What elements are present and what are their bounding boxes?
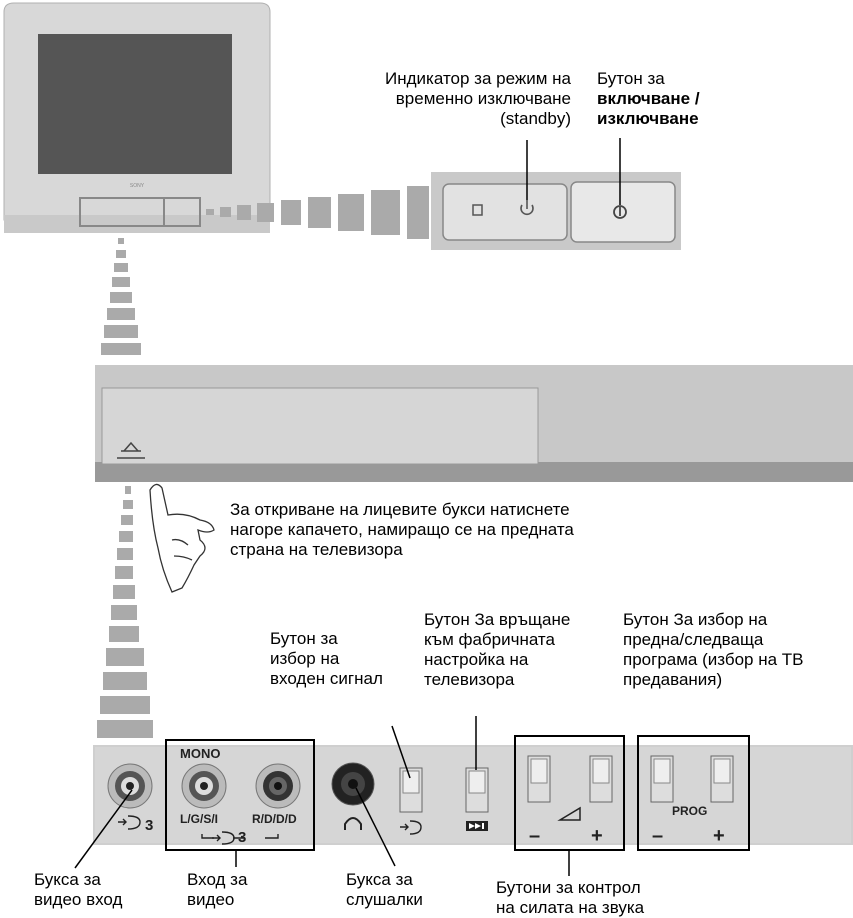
open-instruction-line-2: нагоре капачето, намиращо се на предната <box>230 520 574 539</box>
prog-select-line-1: Бутон За избор на <box>623 610 768 629</box>
video-in-jack[interactable] <box>107 763 153 809</box>
factory-reset-button[interactable] <box>465 767 489 813</box>
prog-minus-label: – <box>652 825 663 847</box>
factory-reset-line-2: към фабричната <box>424 630 555 649</box>
factory-reset-line-3: настройка на <box>424 650 529 669</box>
factory-reset-line-1: Бутон За връщане <box>424 610 571 629</box>
headphone-icon <box>344 817 362 830</box>
headphone-jack-line-1: Букса за <box>346 870 413 889</box>
zoom-stripes-right <box>206 186 429 239</box>
power-label-bold-2: изключване <box>597 109 699 128</box>
rddd-label: R/D/D/D <box>252 812 297 826</box>
prog-group <box>637 735 750 851</box>
open-instruction-label: За откриване на лицевите букси натиснете… <box>230 500 574 560</box>
video-input-group <box>165 739 315 851</box>
front-door-panel <box>95 365 853 482</box>
prog-select-line-4: предавания) <box>623 670 723 689</box>
input3-group-icon <box>201 831 279 845</box>
prog-label: PROG <box>672 804 707 818</box>
connector-panel: MONO L/G/S/I R/D/D/D 3 3 PROG – + – + <box>93 735 853 851</box>
standby-indicator-label: Индикатор за режим на временно изключван… <box>333 69 571 129</box>
button-area-highlight <box>163 197 201 227</box>
standby-label-line-1: Индикатор за режим на <box>385 69 571 88</box>
input-select-label: Бутон за избор на входен сигнал <box>270 629 383 689</box>
power-label-line-1: Бутон за <box>597 69 665 88</box>
zoom-stripes-top <box>101 238 141 355</box>
tv-screen <box>38 34 232 174</box>
video-input-line-1: Вход за <box>187 870 248 889</box>
standby-panel <box>442 183 568 241</box>
power-label-bold-1: включване / <box>597 89 700 108</box>
input-select-line-1: Бутон за <box>270 629 338 648</box>
power-icon <box>613 205 627 219</box>
factory-reset-label: Бутон За връщане към фабричната настройк… <box>424 610 570 690</box>
hand-illustration <box>149 483 215 593</box>
headphone-jack[interactable] <box>331 762 375 806</box>
callout-lines <box>74 716 570 876</box>
volume-minus-button[interactable] <box>527 755 551 803</box>
zoom-stripes-bottom <box>97 486 153 738</box>
input-select-line-2: избор на <box>270 649 340 668</box>
headphone-jack-line-2: слушалки <box>346 890 423 909</box>
mono-label: MONO <box>180 746 220 761</box>
standby-label-line-2: временно изключване <box>395 89 571 108</box>
standby-indicator-icon <box>520 200 534 216</box>
push-up-icon <box>117 441 145 459</box>
prog-minus-button[interactable] <box>650 755 674 803</box>
video-input-jack-right[interactable] <box>255 763 301 809</box>
power-button[interactable] <box>570 181 676 243</box>
prog-select-line-2: предна/следваща <box>623 630 764 649</box>
open-instruction-line-3: страна на телевизора <box>230 540 403 559</box>
input3-label: 3 <box>145 817 153 834</box>
tv-set: SONY <box>3 2 271 233</box>
lgsi-label: L/G/S/I <box>180 812 218 826</box>
volume-icon <box>557 806 581 821</box>
volume-plus-label: + <box>591 825 603 847</box>
remote-sensor-icon <box>472 204 483 216</box>
factory-reset-line-4: телевизора <box>424 670 515 689</box>
video-in-jack-line-1: Букса за <box>34 870 101 889</box>
video-in-icon <box>118 815 141 830</box>
input-select-line-3: входен сигнал <box>270 669 383 688</box>
open-instruction-line-1: За откриване на лицевите букси натиснете <box>230 500 570 519</box>
video-input-jack-left[interactable] <box>181 763 227 809</box>
standby-label-line-3: (standby) <box>500 109 571 128</box>
tv-brand: SONY <box>130 183 145 189</box>
video-in-jack-label: Букса за видео вход <box>34 870 122 910</box>
power-panel <box>431 138 681 250</box>
headphone-jack-label: Букса за слушалки <box>346 870 423 910</box>
power-button-label: Бутон за включване / изключване <box>597 69 700 129</box>
prog-select-line-3: програма (избор на ТВ <box>623 650 804 669</box>
input-select-button[interactable] <box>399 767 423 813</box>
video-input-label: Вход за видео <box>187 870 247 910</box>
video-in-jack-line-2: видео вход <box>34 890 123 909</box>
volume-buttons-label: Бутони за контрол на силата на звука <box>496 878 644 918</box>
volume-buttons-line-1: Бутони за контрол <box>496 878 641 897</box>
prog-plus-label: + <box>713 825 725 847</box>
volume-plus-button[interactable] <box>589 755 613 803</box>
volume-minus-label: – <box>529 825 540 847</box>
prog-select-label: Бутон За избор на предна/следваща програ… <box>623 610 804 690</box>
input-select-icon <box>400 820 422 835</box>
volume-buttons-line-2: на силата на звука <box>496 898 645 917</box>
prog-plus-button[interactable] <box>710 755 734 803</box>
video-input-line-2: видео <box>187 890 235 909</box>
skip-icon <box>466 821 488 831</box>
